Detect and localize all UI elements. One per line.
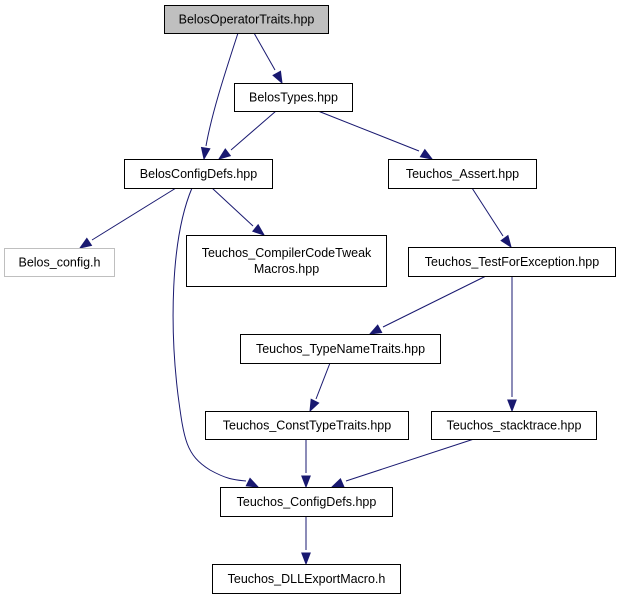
node-belos-types[interactable]: BelosTypes.hpp (234, 83, 353, 112)
node-label: Teuchos_TypeNameTraits.hpp (256, 342, 425, 356)
edge-arrowhead (301, 475, 311, 489)
edge-arrowhead (419, 148, 434, 160)
edge-teuchos-assert-to-teuchos-test-for-exception (471, 187, 512, 249)
node-belos-config-h[interactable]: Belos_config.h (4, 248, 115, 277)
edge-belos-operator-traits-to-belos-types (253, 32, 283, 85)
edge-arrowhead (200, 146, 211, 161)
edge-arrowhead (330, 477, 345, 488)
edge-belos-config-defs-to-teuchos-config-defs (172, 187, 260, 488)
node-label: Teuchos_DLLExportMacro.h (228, 572, 386, 586)
edge-belos-operator-traits-to-belos-config-defs (200, 32, 239, 161)
edge-arrowhead (217, 148, 232, 160)
node-box (212, 564, 401, 594)
node-label: Teuchos_ConfigDefs.hpp (237, 495, 377, 509)
node-teuchos-dll-export-macro[interactable]: Teuchos_DLLExportMacro.h (212, 564, 401, 594)
node-label: Belos_config.h (18, 256, 100, 270)
node-teuchos-test-for-exception[interactable]: Teuchos_TestForException.hpp (408, 247, 616, 277)
node-box (234, 83, 353, 112)
edge-teuchos-config-defs-to-teuchos-dll-export-macro (301, 516, 311, 566)
node-label: Teuchos_TestForException.hpp (425, 255, 599, 269)
edge-line (205, 32, 239, 147)
edge-teuchos-stacktrace-to-teuchos-config-defs (330, 438, 475, 488)
node-box (164, 5, 329, 34)
node-label: Teuchos_ConstTypeTraits.hpp (223, 419, 391, 433)
node-teuchos-assert[interactable]: Teuchos_Assert.hpp (388, 159, 537, 189)
edge-teuchos-const-type-traits-to-teuchos-config-defs (301, 439, 311, 489)
node-box (220, 487, 393, 517)
edge-arrowhead (272, 70, 283, 85)
node-box (431, 411, 597, 440)
edge-line (211, 187, 254, 227)
edge-teuchos-type-name-traits-to-teuchos-const-type-traits (309, 362, 331, 413)
edge-arrowhead (301, 552, 311, 566)
node-label: Teuchos_Assert.hpp (406, 167, 519, 181)
edge-arrowhead (500, 234, 512, 249)
node-box (4, 248, 115, 277)
edge-line (230, 110, 277, 151)
node-label: BelosOperatorTraits.hpp (179, 13, 315, 27)
edge-teuchos-test-for-exception-to-teuchos-type-name-traits (368, 275, 487, 335)
edge-line (317, 110, 420, 152)
node-belos-operator-traits[interactable]: BelosOperatorTraits.hpp (164, 5, 329, 34)
edge-line (382, 275, 487, 328)
edge-line (91, 187, 177, 241)
node-teuchos-type-name-traits[interactable]: Teuchos_TypeNameTraits.hpp (240, 334, 441, 364)
edge-line (345, 438, 475, 482)
edge-belos-config-defs-to-teuchos-compiler-code-tweak-macros (211, 187, 266, 236)
node-label: Teuchos_CompilerCodeTweak (202, 246, 372, 260)
node-label: Macros.hpp (254, 262, 319, 276)
node-box (408, 247, 616, 277)
node-label: BelosTypes.hpp (249, 91, 338, 105)
edge-teuchos-test-for-exception-to-teuchos-stacktrace (507, 276, 517, 413)
node-box (205, 411, 409, 440)
nodes-layer: BelosOperatorTraits.hppBelosTypes.hppBel… (4, 5, 616, 594)
node-box (388, 159, 537, 189)
edge-arrowhead (309, 398, 320, 413)
edge-line (172, 187, 247, 482)
edge-belos-types-to-teuchos-assert (317, 110, 434, 160)
edge-line (253, 32, 276, 71)
edge-line (471, 187, 504, 237)
edge-arrowhead (507, 399, 517, 413)
edge-belos-types-to-belos-config-defs (217, 110, 277, 160)
node-label: Teuchos_stacktrace.hpp (447, 419, 582, 433)
node-box (186, 235, 387, 287)
node-box (240, 334, 441, 364)
edge-arrowhead (78, 237, 93, 249)
node-belos-config-defs[interactable]: BelosConfigDefs.hpp (124, 159, 273, 189)
node-teuchos-config-defs[interactable]: Teuchos_ConfigDefs.hpp (220, 487, 393, 517)
edges-layer (78, 32, 517, 566)
edge-line (315, 362, 331, 400)
node-box (124, 159, 273, 189)
edge-arrowhead (245, 477, 260, 488)
edge-arrowhead (368, 324, 383, 335)
node-teuchos-stacktrace[interactable]: Teuchos_stacktrace.hpp (431, 411, 597, 440)
edge-belos-config-defs-to-belos-config-h (78, 187, 177, 249)
node-teuchos-const-type-traits[interactable]: Teuchos_ConstTypeTraits.hpp (205, 411, 409, 440)
edge-arrowhead (251, 223, 266, 236)
node-label: BelosConfigDefs.hpp (140, 167, 257, 181)
